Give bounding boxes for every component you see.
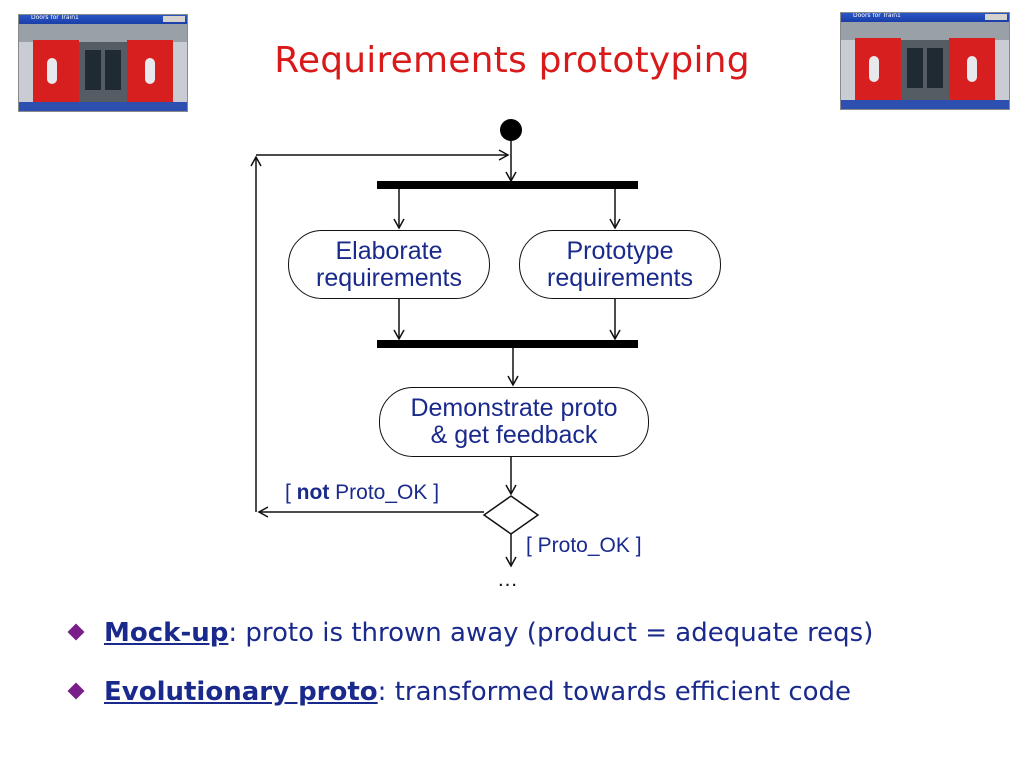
bullet-term: Mock-up — [104, 618, 229, 648]
bullet-term: Evolutionary proto — [104, 677, 378, 707]
bullet-evolutionary-proto: Evolutionary proto: transformed towards … — [67, 677, 990, 707]
activity-label-line2: requirements — [547, 263, 693, 292]
bullet-text: : proto is thrown away (product = adequa… — [228, 618, 874, 648]
bullet-diamond-icon — [67, 682, 85, 700]
guard-bracket-open: [ — [285, 481, 297, 504]
activity-label-line1: Prototype — [566, 236, 674, 265]
continuation-ellipsis: … — [497, 568, 518, 591]
bullet-text: : transformed towards efficient code — [377, 677, 852, 707]
train-doors-image — [19, 24, 187, 111]
window-controls-icon — [985, 14, 1007, 20]
activity-elaborate-requirements: Elaborate requirements — [288, 230, 490, 299]
guard-keyword-not: not — [296, 481, 330, 504]
fork-bar — [377, 181, 638, 189]
activity-label-line1: Demonstrate proto — [410, 394, 618, 422]
thumbnail-titlebar: Doors for Train1 — [19, 15, 187, 24]
activity-label-line2: requirements — [316, 263, 462, 292]
guard-condition: Proto_OK ] — [329, 481, 440, 504]
activity-demonstrate-proto: Demonstrate proto & get feedback — [379, 387, 649, 457]
activity-prototype-requirements: Prototype requirements — [519, 230, 721, 299]
thumbnail-window-title: Doors for Train1 — [853, 12, 901, 19]
initial-node — [500, 119, 522, 141]
train-doors-image — [841, 22, 1009, 109]
join-bar — [377, 340, 638, 348]
bullet-diamond-icon — [67, 623, 85, 641]
thumbnail-titlebar: Doors for Train1 — [841, 13, 1009, 22]
window-controls-icon — [163, 16, 185, 22]
guard-not-proto-ok: [ not Proto_OK ] — [285, 481, 439, 505]
bullet-mock-up: Mock-up: proto is thrown away (product =… — [67, 618, 990, 648]
page-title: Requirements prototyping — [274, 40, 750, 81]
activity-label-line1: Elaborate — [335, 236, 443, 265]
guard-proto-ok: [ Proto_OK ] — [526, 534, 642, 557]
activity-label-line2: & get feedback — [430, 421, 598, 449]
thumbnail-left: Doors for Train1 — [18, 14, 188, 112]
thumbnail-window-title: Doors for Train1 — [31, 14, 79, 21]
thumbnail-right: Doors for Train1 — [840, 12, 1010, 110]
decision-node — [482, 495, 540, 535]
